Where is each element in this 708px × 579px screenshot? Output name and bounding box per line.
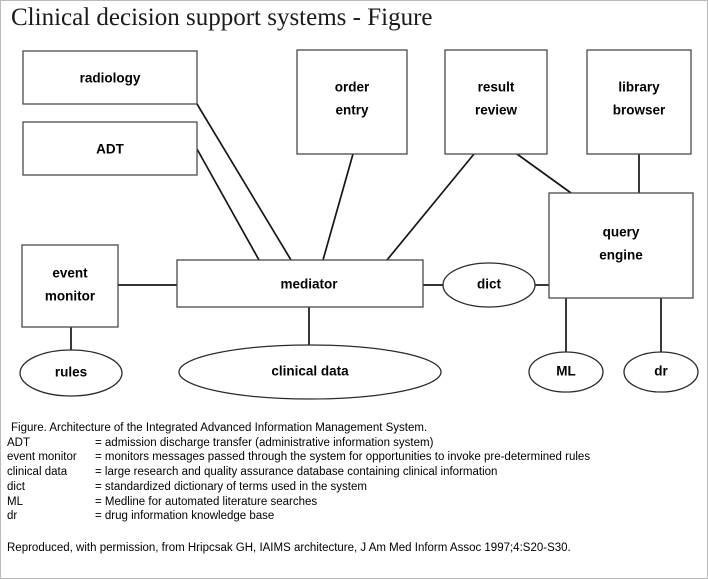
caption-def-ml: = Medline for automated literature searc… bbox=[95, 495, 318, 508]
caption-row-dr: dr = drug information knowledge base bbox=[7, 509, 707, 524]
node-radiology-label: radiology bbox=[80, 71, 141, 86]
node-ml[interactable]: ML bbox=[528, 351, 604, 393]
node-event-monitor[interactable]: event monitor bbox=[21, 244, 119, 328]
node-event-monitor-label-line1: event bbox=[52, 266, 88, 281]
figure-caption: Figure. Architecture of the Integrated A… bbox=[7, 421, 707, 524]
node-result-review-label-line1: result bbox=[478, 80, 515, 95]
caption-row-dict: dict = standardized dictionary of terms u… bbox=[7, 480, 707, 495]
node-adt[interactable]: ADT bbox=[22, 121, 198, 176]
node-adt-label: ADT bbox=[96, 142, 124, 157]
edge-adt-mediator bbox=[196, 148, 260, 261]
edge-order-entry-mediator bbox=[322, 153, 354, 261]
caption-def-adt: = admission discharge transfer (administ… bbox=[95, 436, 434, 449]
node-library-browser-label-line1: library bbox=[618, 80, 660, 95]
node-rules[interactable]: rules bbox=[19, 349, 123, 397]
source-credit: Reproduced, with permission, from Hripcs… bbox=[7, 542, 571, 554]
edge-radiology-mediator bbox=[196, 103, 292, 261]
caption-row-adt: ADT = admission discharge transfer (admin… bbox=[7, 436, 707, 451]
edge-result-review-query-engine bbox=[516, 153, 572, 194]
node-dict[interactable]: dict bbox=[442, 262, 536, 308]
caption-def-clinical-data: = large research and quality assurance d… bbox=[95, 466, 498, 479]
caption-row-event-monitor: event monitor = monitors messages passed … bbox=[7, 450, 707, 465]
node-order-entry-label-line1: order bbox=[335, 80, 370, 95]
caption-figure-line: Figure. Architecture of the Integrated A… bbox=[11, 422, 428, 434]
edge-layer bbox=[70, 103, 662, 354]
caption-term-clinical-data: clinical data bbox=[7, 466, 68, 479]
node-order-entry-label-line2: entry bbox=[335, 103, 369, 118]
node-query-engine-label-line2: engine bbox=[599, 248, 643, 263]
node-result-review-label-line2: review bbox=[475, 103, 518, 118]
caption-term-dict: dict bbox=[7, 480, 25, 493]
caption-def-event-monitor: = monitors messages passed through the s… bbox=[95, 451, 591, 464]
caption-term-event-monitor: event monitor bbox=[7, 451, 77, 464]
page-title: Clinical decision support systems - Figu… bbox=[11, 4, 433, 31]
edge-result-review-mediator bbox=[386, 153, 475, 261]
node-event-monitor-label-line2: monitor bbox=[45, 289, 96, 304]
caption-term-adt: ADT bbox=[7, 436, 30, 449]
node-dict-label: dict bbox=[477, 277, 502, 292]
node-mediator-label: mediator bbox=[280, 277, 338, 292]
node-query-engine[interactable]: query engine bbox=[548, 192, 694, 299]
architecture-diagram: radiology ADT order entry result review … bbox=[19, 49, 699, 400]
caption-term-dr: dr bbox=[7, 510, 18, 523]
node-query-engine-label-line1: query bbox=[603, 225, 640, 240]
caption-row-ml: ML = Medline for automated literature sea… bbox=[7, 495, 707, 510]
caption-row-clinical-data: clinical data = large research and qualit… bbox=[7, 465, 707, 480]
caption-def-dr: = drug information knowledge base bbox=[95, 510, 275, 523]
node-order-entry[interactable]: order entry bbox=[296, 49, 408, 155]
node-ml-label: ML bbox=[556, 364, 576, 379]
node-library-browser-label-line2: browser bbox=[613, 103, 666, 118]
node-dr[interactable]: dr bbox=[623, 351, 699, 393]
node-clinical-data[interactable]: clinical data bbox=[178, 344, 442, 400]
node-rules-label: rules bbox=[55, 365, 87, 380]
node-dr-label: dr bbox=[654, 364, 668, 379]
node-library-browser[interactable]: library browser bbox=[586, 49, 692, 155]
node-radiology[interactable]: radiology bbox=[22, 50, 198, 105]
caption-term-ml: ML bbox=[7, 495, 23, 508]
node-clinical-data-label: clinical data bbox=[271, 364, 349, 379]
node-result-review[interactable]: result review bbox=[444, 49, 548, 155]
caption-def-dict: = standardized dictionary of terms used … bbox=[95, 480, 367, 493]
node-mediator[interactable]: mediator bbox=[176, 259, 424, 308]
